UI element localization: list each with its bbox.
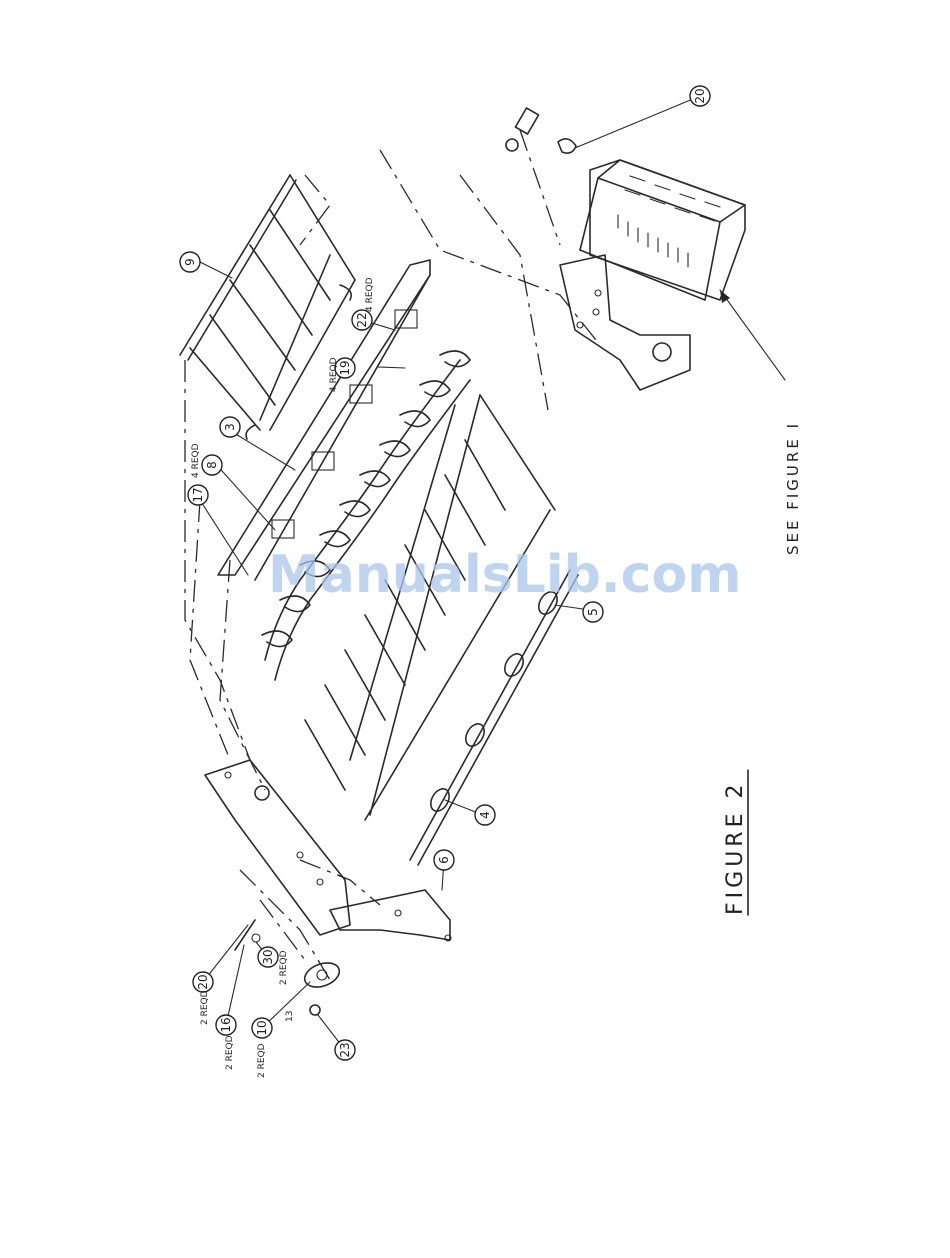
wire-rack: [180, 175, 355, 439]
figure-title-block: FIGURE 2: [723, 770, 748, 915]
callout-22: 22: [352, 310, 372, 330]
callout-4: 4: [475, 805, 495, 825]
callout-label: 16: [219, 1017, 233, 1032]
heating-elements: [262, 351, 470, 680]
callout-16: 16: [216, 1015, 236, 1035]
qty-note-13: 13: [285, 1011, 295, 1022]
callout-label: 20: [196, 974, 210, 989]
callout-20-top: 20: [690, 86, 710, 106]
callout-5: 5: [583, 602, 603, 622]
mounting-bolts: [506, 108, 576, 153]
see-figure-reference: SEE FIGURE I: [784, 421, 802, 555]
callout-6: 6: [434, 850, 454, 870]
electrical-box: [560, 160, 745, 390]
callout-label: 22: [355, 312, 369, 327]
callout-label: 3: [223, 423, 237, 431]
callout-23: 23: [335, 1040, 355, 1060]
qty-note-17: 4 REQD: [191, 443, 201, 478]
callout-label: 17: [191, 487, 205, 502]
callout-label: 10: [255, 1020, 269, 1035]
callout-10: 10: [252, 1018, 272, 1038]
watermark: ManualsLib.com: [268, 545, 741, 605]
callout-label: 23: [338, 1042, 352, 1057]
callout-30: 30: [258, 947, 278, 967]
qty-note-10: 2 REQD: [257, 1043, 267, 1078]
callout-9: 9: [180, 252, 200, 272]
callout-label: 30: [261, 949, 275, 964]
qty-note-22: 4 REQD: [365, 277, 375, 312]
qty-note-30: 2 REQD: [279, 950, 289, 985]
callout-label: 9: [183, 258, 197, 266]
left-end-plate: [205, 760, 350, 935]
wire-grid-tray: [305, 395, 555, 820]
callout-17: 17: [188, 485, 208, 505]
qty-note-16: 2 REQD: [225, 1035, 235, 1070]
qty-note-20: 2 REQD: [200, 990, 210, 1025]
figure-title: FIGURE 2: [723, 781, 748, 915]
callout-label: 20: [693, 88, 707, 103]
callout-3: 3: [220, 417, 240, 437]
callout-label: 8: [205, 461, 219, 469]
callout-8: 8: [202, 455, 222, 475]
callout-label: 4: [478, 811, 492, 819]
callout-label: 5: [586, 608, 600, 616]
callout-label: 19: [338, 360, 352, 375]
qty-note-19: 4 REQD: [329, 357, 339, 392]
callout-label: 6: [437, 856, 451, 864]
callout-20-bottom: 20: [193, 972, 213, 992]
